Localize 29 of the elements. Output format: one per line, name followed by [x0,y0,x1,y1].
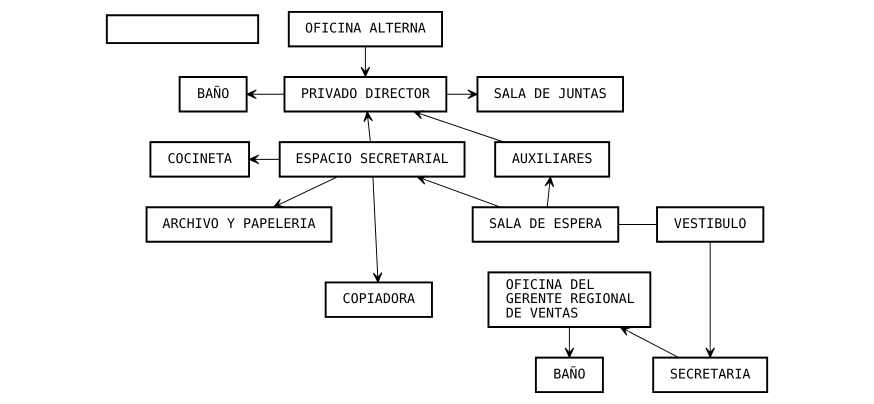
arrow [416,176,502,208]
node-box [106,14,260,44]
node-box: ESPACIO SECRETARIAL [278,141,466,178]
arrow [372,176,382,283]
arrow [544,176,554,208]
arrow [446,89,478,100]
arrow [413,110,504,143]
arrow [360,46,370,78]
node-box: VESTIBULO [656,206,764,243]
node-box: SALA DE ESPERA [472,206,620,243]
arrow [564,326,574,358]
node-box: BAÑO [534,356,604,394]
node-box: ARCHIVO Y PAPELERIA [146,206,332,243]
arrow [272,176,338,208]
arrow [363,111,373,142]
node-box: OFICINA ALTERNA [288,10,443,48]
arrow [246,89,285,100]
arrow [705,241,715,358]
node-box: SALA DE JUNTAS [476,76,624,112]
node-box: PRIVADO DIRECTOR [284,76,448,112]
connector [618,224,658,225]
node-box: COCINETA [149,141,250,178]
node-box: BAÑO [178,76,248,112]
node-box: AUXILIARES [494,141,610,178]
arrow [620,326,680,358]
node-box: COPIADORA [324,281,433,318]
arrow [248,154,280,164]
node-box: SECRETARIA [652,356,768,394]
node-box: OFICINA DEL GERENTE REGIONAL DE VENTAS [488,271,652,328]
